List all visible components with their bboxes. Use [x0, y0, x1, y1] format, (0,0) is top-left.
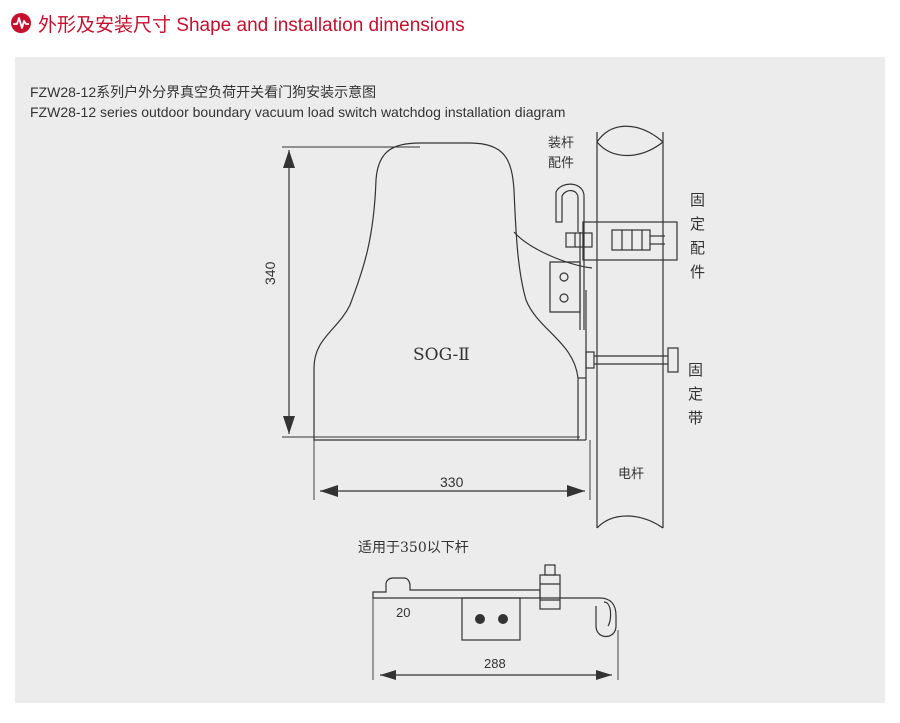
utility-pole: [596, 125, 664, 529]
side-bracket: [549, 232, 585, 330]
clamp-plate: [565, 221, 678, 261]
j-hook: [555, 183, 585, 232]
label-pole: 电杆: [618, 467, 645, 482]
dim-offset-label: 20: [396, 605, 411, 620]
label-fixing-parts: 固 定 配 件: [690, 191, 706, 281]
caption-chinese: FZW28-12系列户外分界真空负荷开关看门狗安装示意图: [30, 84, 377, 100]
dim-bracket-length-label: 288: [484, 656, 506, 671]
mounting-bracket-detail: [372, 564, 619, 680]
strap-bolt: [585, 347, 679, 373]
dim-height-lines: [282, 146, 580, 438]
dim-height-label: 340: [262, 261, 278, 285]
label-mounting-parts: 装杆 配件: [548, 136, 575, 171]
watchdog-housing: [313, 142, 593, 441]
label-fixing-strap: 固 定 带: [688, 361, 704, 427]
caption-english: FZW28-12 series outdoor boundary vacuum …: [30, 104, 566, 120]
section-header: 外形及安装尺寸 Shape and installation dimension…: [10, 8, 465, 38]
section-title: 外形及安装尺寸 Shape and installation dimension…: [38, 14, 465, 36]
applicable-note: 适用于350以下杆: [358, 540, 469, 556]
model-label: SOG-Ⅱ: [413, 345, 470, 365]
dim-width-lines: [313, 440, 591, 500]
pulse-icon: [10, 12, 32, 34]
dim-width-label: 330: [440, 474, 464, 490]
